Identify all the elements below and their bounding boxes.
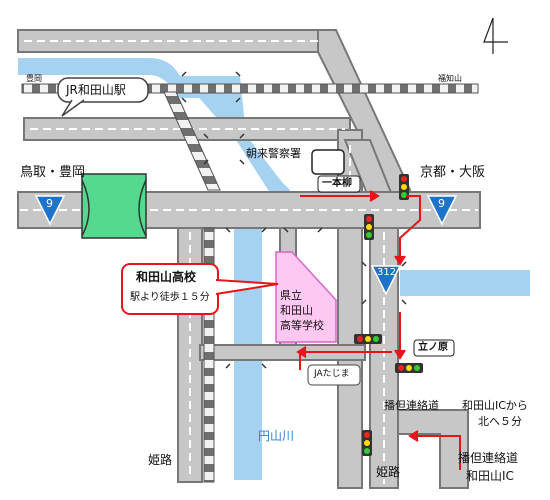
tatenohara-box	[413, 339, 455, 357]
ic-line2: 和田山IC	[466, 469, 514, 483]
ja-label: JAたじま	[314, 369, 350, 379]
ipponyanagi-label: 一本柳	[322, 178, 352, 189]
ic-note-line2: 北へ５分	[478, 415, 522, 428]
river-label: 円山川	[258, 429, 295, 443]
himeji-left-label: 姫路	[148, 453, 173, 467]
east-direction-label: 京都・大阪	[420, 165, 486, 180]
ja-box	[307, 364, 361, 386]
route-312: 312	[377, 267, 397, 278]
police-station-icon	[311, 149, 345, 175]
tatenohara-label: 立ノ原	[418, 342, 448, 353]
west-direction-label: 鳥取・豊岡	[20, 165, 86, 180]
ipponyanagi-box	[317, 175, 361, 193]
route-9-west: 9	[46, 197, 53, 210]
school-callout-title: 和田山高校	[136, 270, 197, 284]
tunnel-overpass	[81, 173, 147, 239]
north-arrow-icon	[483, 17, 508, 54]
ic-note-line1: 和田山ICから	[462, 399, 528, 412]
police-label: 朝来警察署	[246, 147, 301, 160]
station-callout	[57, 77, 149, 117]
school-callout-sub: 駅より徒歩１５分	[130, 292, 210, 303]
school-building-label: 県立 和田山 高等学校	[280, 289, 324, 332]
station-west-label: 豊岡	[26, 74, 42, 83]
station-east-label: 福知山	[438, 74, 462, 83]
school-callout	[121, 263, 279, 315]
route-9-east: 9	[438, 197, 445, 210]
traffic-light-icon	[354, 174, 423, 456]
himeji-bottom-label: 姫路	[376, 465, 401, 479]
station-name: JR和田山駅	[66, 83, 126, 97]
route-shield-icon	[34, 195, 458, 296]
bridges	[181, 71, 407, 369]
ic-line1: 播但連絡道	[458, 451, 519, 465]
school-building	[275, 251, 337, 343]
railway-lines	[21, 83, 479, 483]
banshin-road-label: 播但連絡道	[384, 399, 439, 412]
route-arrows	[296, 190, 461, 470]
